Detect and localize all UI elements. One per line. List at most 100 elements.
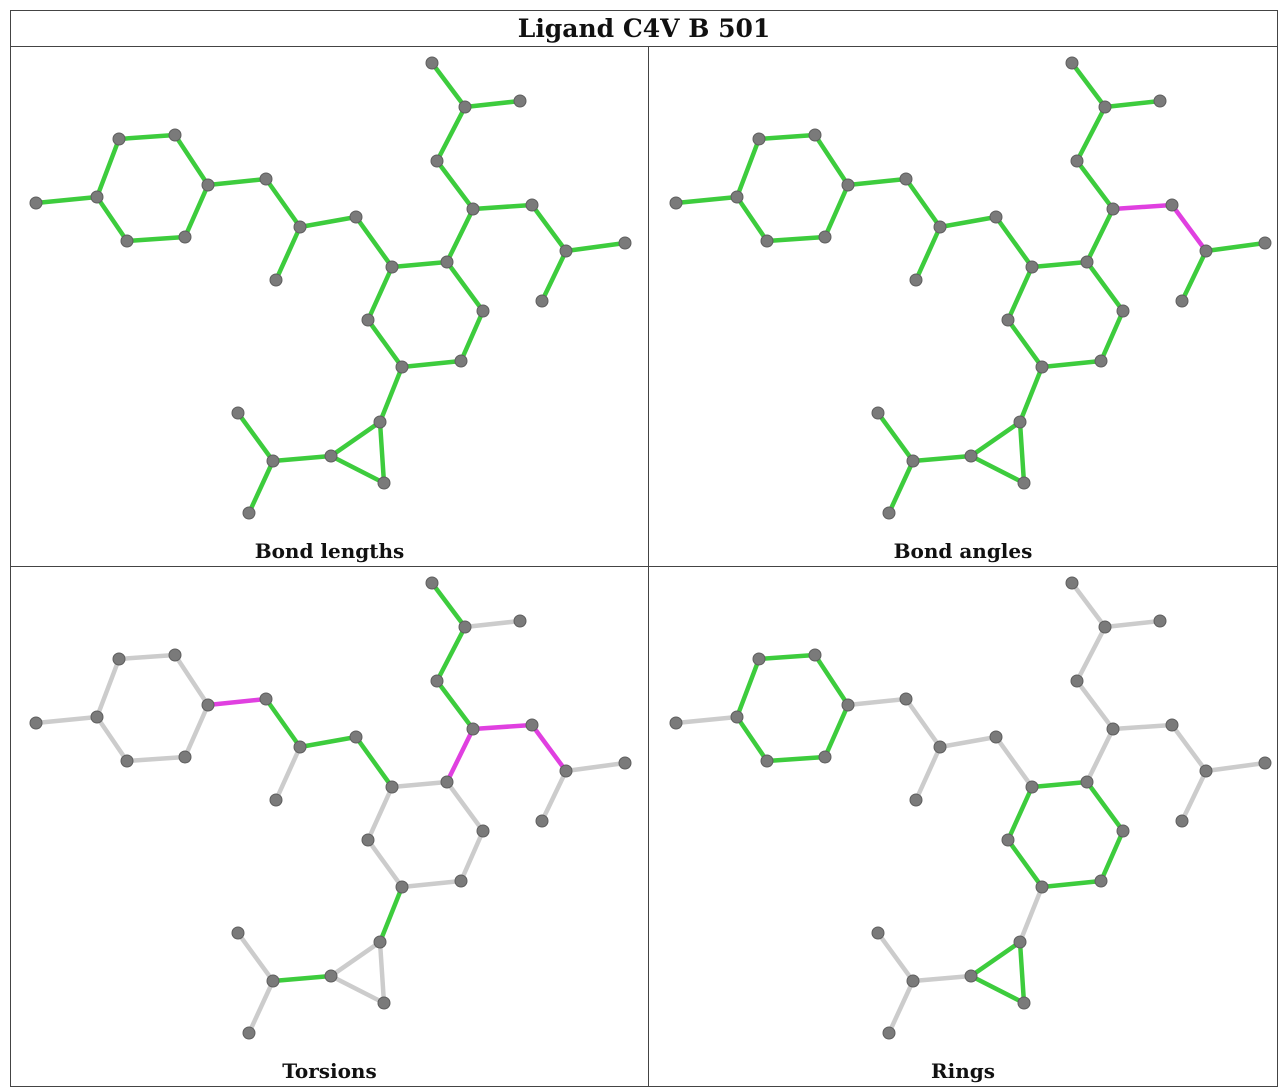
bond (1084, 779, 1126, 834)
bond (263, 176, 303, 230)
bond (94, 136, 122, 200)
atom (324, 449, 338, 463)
bond (246, 458, 276, 516)
bond (235, 930, 276, 984)
atom (259, 692, 273, 706)
bond (563, 240, 628, 254)
atom (882, 506, 896, 520)
bond (1084, 726, 1116, 785)
atom (535, 294, 549, 308)
bond (458, 308, 486, 364)
atom (385, 260, 399, 274)
bond (539, 768, 569, 824)
atom (933, 220, 947, 234)
bond (94, 656, 122, 720)
bond (270, 453, 334, 464)
bond (328, 453, 387, 486)
bond (1110, 202, 1175, 212)
atom (1035, 360, 1049, 374)
ligand-diagram-torsions (29, 576, 632, 1040)
atom (525, 198, 539, 212)
bond (182, 182, 211, 240)
atom (899, 172, 913, 186)
atom (989, 730, 1003, 744)
bond (399, 358, 464, 370)
atom (752, 132, 766, 146)
atom (168, 128, 182, 142)
atom (266, 974, 280, 988)
atom (1199, 764, 1213, 778)
bond (377, 419, 387, 486)
atom (818, 230, 832, 244)
atom (1116, 824, 1130, 838)
atom (525, 718, 539, 732)
bond (33, 194, 100, 206)
atom (1080, 255, 1094, 269)
atom (1013, 935, 1027, 949)
bond (434, 104, 468, 164)
bond (756, 652, 818, 662)
bond (172, 652, 211, 708)
bond (1005, 784, 1035, 843)
atom (361, 313, 375, 327)
atom (476, 824, 490, 838)
atom (1199, 244, 1213, 258)
atom (1080, 775, 1094, 789)
atom (1153, 614, 1167, 628)
bond (444, 206, 476, 265)
atom (841, 178, 855, 192)
bond (458, 828, 486, 884)
panel-torsions: Torsions (10, 566, 649, 1087)
panel-caption: Rings (930, 1059, 995, 1083)
bond (1110, 722, 1175, 732)
atom (1094, 874, 1108, 888)
bond (812, 652, 851, 708)
bond (968, 973, 1027, 1006)
bond (1169, 722, 1209, 774)
bond (993, 734, 1035, 790)
bond (845, 696, 909, 708)
atom (760, 754, 774, 768)
bond (756, 132, 818, 142)
atom (425, 576, 439, 590)
bond (903, 176, 943, 230)
atom (669, 196, 683, 210)
bond (1039, 358, 1104, 370)
bond (1069, 60, 1108, 110)
bond (968, 419, 1023, 459)
atom (201, 178, 215, 192)
bond (1084, 259, 1126, 314)
bond (429, 60, 468, 110)
ligand-diagram-rings (669, 576, 1272, 1040)
atom (293, 740, 307, 754)
bond (563, 760, 628, 774)
bond (1074, 678, 1116, 732)
atom (1025, 260, 1039, 274)
atom (1106, 722, 1120, 736)
bond (1017, 884, 1045, 945)
atom (377, 476, 391, 490)
bond (903, 696, 943, 750)
bond (764, 234, 828, 244)
bond (182, 702, 211, 760)
bond (434, 678, 476, 732)
atom (808, 128, 822, 142)
atom (909, 273, 923, 287)
bond (937, 734, 999, 750)
bond (1039, 878, 1104, 890)
bond (205, 696, 269, 708)
atom (454, 874, 468, 888)
bond (937, 214, 999, 230)
atom (760, 234, 774, 248)
atom (242, 1026, 256, 1040)
atom (349, 210, 363, 224)
figure-title: Ligand C4V B 501 (10, 10, 1278, 47)
atom (425, 56, 439, 70)
atom (1116, 304, 1130, 318)
atom (1165, 718, 1179, 732)
bond (1203, 240, 1268, 254)
bond (365, 837, 405, 890)
atom (385, 780, 399, 794)
bond (444, 726, 476, 785)
bond (353, 214, 395, 270)
